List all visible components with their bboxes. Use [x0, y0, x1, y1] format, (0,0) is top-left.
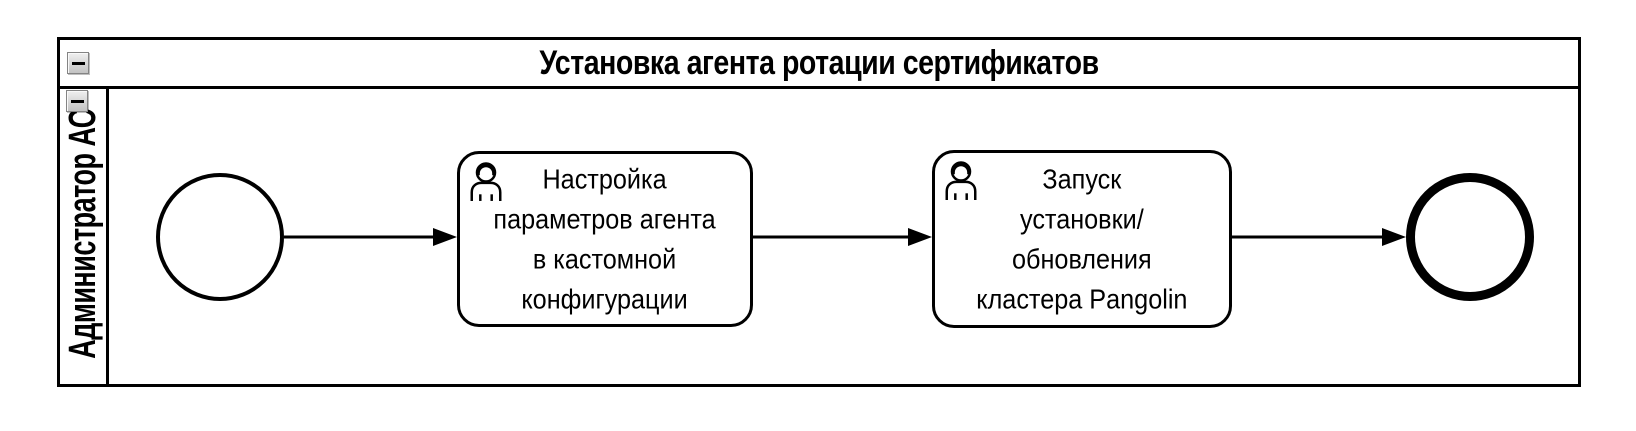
user-task-run-install[interactable]: Запуск установки/ обновления кластера Pa… — [932, 150, 1232, 328]
lane-collapse-button[interactable] — [66, 90, 88, 112]
user-task-configure-agent[interactable]: Настройка параметров агента в кастомной … — [457, 151, 753, 327]
task-label: Запуск установки/ обновления кластера Pa… — [976, 163, 1188, 315]
lane-content: Настройка параметров агента в кастомной … — [109, 89, 1578, 384]
sequence-flows — [284, 228, 1406, 246]
sequence-flow-task1-to-task2[interactable] — [753, 228, 932, 246]
start-event[interactable] — [156, 173, 284, 301]
user-icon — [467, 160, 505, 202]
sequence-flow-start-to-task1[interactable] — [284, 228, 457, 246]
lane-header: Администратор АС — [60, 89, 109, 384]
user-icon — [942, 159, 980, 201]
task-label: Настройка параметров агента в кастомной … — [493, 163, 717, 315]
sequence-flow-task2-to-end[interactable] — [1232, 228, 1406, 246]
pool-collapse-button[interactable] — [67, 52, 89, 74]
pool-title: Установка агента ротации сертификатов — [539, 42, 1099, 83]
lane: Администратор АС — [60, 89, 1578, 384]
pool-title-bar: Установка агента ротации сертификатов — [60, 40, 1578, 89]
minus-icon — [70, 99, 84, 103]
minus-icon — [71, 61, 85, 65]
end-event[interactable] — [1406, 173, 1534, 301]
participant-pool: Установка агента ротации сертификатов Ад… — [57, 37, 1581, 387]
lane-label: Администратор АС — [61, 108, 104, 359]
